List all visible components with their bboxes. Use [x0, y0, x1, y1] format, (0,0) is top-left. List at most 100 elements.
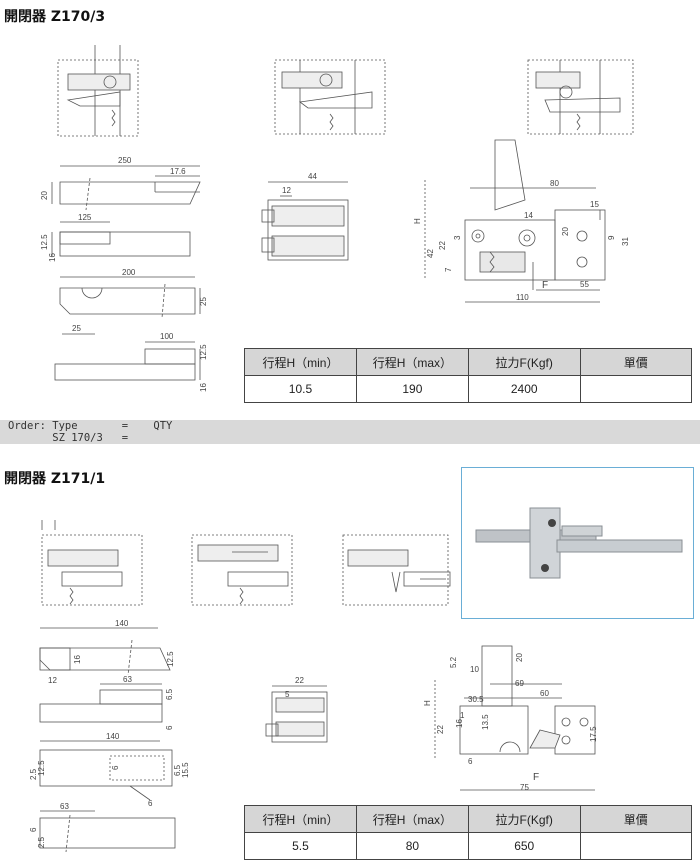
operation-diagram-3 [527, 59, 634, 135]
section2-title: 開閉器 Z171/1 [4, 471, 106, 487]
order-band [0, 420, 700, 444]
dim-110: 110 [516, 293, 529, 302]
dim-6b: 6 [111, 765, 120, 770]
dim-20c: 20 [515, 653, 524, 662]
dim-63: 63 [123, 675, 132, 684]
cell-stroke-max: 80 [355, 832, 469, 860]
dim-3: 3 [453, 235, 462, 240]
dim-h: H [413, 218, 422, 224]
part-bar-140b [39, 740, 173, 801]
header-stroke-min: 行程H（min） [244, 348, 357, 376]
dim-2-5b: 2.5 [37, 836, 46, 848]
dim-25-right: 25 [199, 297, 208, 306]
cell-stroke-max: 190 [355, 375, 469, 403]
cell-price [579, 832, 693, 860]
dim-250: 250 [118, 156, 132, 165]
dim-f2: F [533, 772, 539, 783]
dim-22: 22 [295, 676, 304, 685]
dim-75: 75 [520, 783, 529, 792]
dim-140: 140 [115, 619, 129, 628]
cell-force: 2400 [467, 375, 581, 403]
dim-5-2: 5.2 [449, 656, 458, 668]
part-bar-63 [39, 683, 163, 723]
header-stroke-max: 行程H（max） [355, 805, 469, 833]
header-force: 拉力F(Kgf) [467, 805, 581, 833]
header-price: 單價 [579, 348, 693, 376]
dim-13-5: 13.5 [481, 714, 490, 730]
dim-9: 9 [607, 235, 616, 240]
header-stroke-min: 行程H（min） [244, 805, 357, 833]
dim-200: 200 [122, 268, 136, 277]
part-bar-63b [39, 810, 176, 853]
dim-12-5b: 12.5 [199, 344, 208, 360]
dim-125: 125 [78, 213, 92, 222]
dim-42: 42 [426, 249, 435, 258]
operation-diagram-4 [41, 520, 143, 606]
dim-6-5: 6.5 [165, 688, 174, 700]
dim-55: 55 [580, 280, 589, 289]
dim-140b: 140 [106, 732, 120, 741]
part-bar-125 [51, 221, 191, 257]
section1-drawings: 250 17.6 20 125 12.5 16 200 25 25 100 12… [40, 45, 634, 392]
dim-10: 10 [470, 665, 479, 674]
dim-22: 22 [438, 241, 447, 250]
dim-60: 60 [540, 689, 549, 698]
part-bar-250 [51, 165, 201, 211]
dim-20: 20 [40, 191, 49, 200]
table-row: 10.5 190 2400 [244, 375, 693, 403]
dim-44: 44 [308, 172, 317, 181]
main-assembly-170 [424, 139, 606, 303]
dim-31: 31 [621, 237, 630, 246]
dim-5: 5 [285, 690, 290, 699]
main-assembly-171 [434, 645, 596, 791]
operation-diagram-1 [57, 45, 139, 137]
dim-16c: 16 [73, 655, 82, 664]
dim-6d: 6 [29, 827, 38, 832]
header-stroke-max: 行程H（max） [355, 348, 469, 376]
spec-table-170: 行程H（min） 行程H（max） 拉力F(Kgf) 單價 10.5 190 2… [244, 348, 693, 403]
photo-latch-image [475, 507, 683, 579]
cell-stroke-min: 10.5 [244, 375, 357, 403]
dim-6-5b: 6.5 [173, 764, 182, 776]
dim-14: 14 [524, 211, 533, 220]
dim-80: 80 [550, 179, 559, 188]
dim-f: F [542, 280, 548, 291]
dim-15-5: 15.5 [181, 762, 190, 778]
dim-16b: 16 [199, 383, 208, 392]
dim-20b: 20 [561, 227, 570, 236]
dim-25-bottom: 25 [72, 324, 81, 333]
dim-17-6: 17.6 [170, 167, 186, 176]
product-photo [461, 467, 694, 619]
dim-12: 12 [282, 186, 291, 195]
dim-2-5: 2.5 [29, 768, 38, 780]
dim-16d: 16 [455, 719, 464, 728]
spec-table-171: 行程H（min） 行程H（max） 拉力F(Kgf) 單價 5.5 80 650 [244, 805, 693, 860]
dim-6e: 6 [468, 757, 473, 766]
order-line-1: Order: Type = QTY [8, 420, 173, 432]
dim-h2: H [423, 700, 432, 706]
dim-63b: 63 [60, 802, 69, 811]
operation-diagram-5 [191, 534, 293, 606]
cell-price [579, 375, 693, 403]
header-price: 單價 [579, 805, 693, 833]
order-line-2: SZ 170/3 = [8, 432, 129, 444]
dim-22b: 22 [436, 725, 445, 734]
part-bar-140 [39, 627, 171, 676]
section1-title: 開閉器 Z170/3 [4, 9, 106, 25]
bolt-assembly [261, 181, 349, 261]
dim-30-5: 30.5 [468, 695, 484, 704]
cell-force: 650 [467, 832, 581, 860]
operation-diagram-6 [342, 534, 451, 606]
operation-diagram-2 [274, 59, 386, 135]
dim-17-5: 17.5 [589, 726, 598, 742]
part-bar-100 [54, 341, 201, 381]
dim-6: 6 [165, 725, 174, 730]
part-bar-200 [59, 276, 201, 335]
header-force: 拉力F(Kgf) [467, 348, 581, 376]
dim-12-5c: 12.5 [166, 651, 175, 667]
dim-12c: 12 [48, 676, 57, 685]
dim-7: 7 [444, 267, 453, 272]
cell-stroke-min: 5.5 [244, 832, 357, 860]
bolt-assembly-small [265, 685, 328, 743]
